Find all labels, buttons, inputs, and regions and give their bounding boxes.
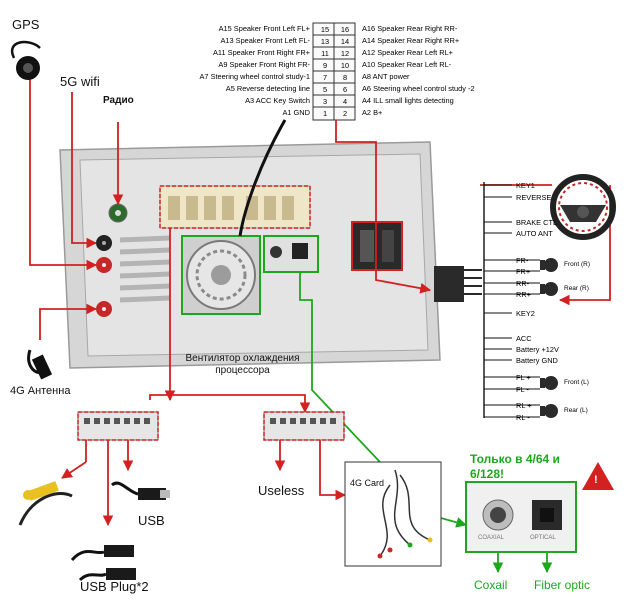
pin-label: A1 GND (282, 108, 310, 117)
wire-label: FR- (516, 256, 529, 265)
fan-label: Вентилятор охлаждения процессора (185, 353, 300, 376)
coax-label: Coxail (474, 578, 508, 592)
side-connector (351, 221, 403, 271)
cooling-fan (181, 235, 261, 315)
pin-label: A16 Speaker Rear Right RR- (362, 24, 458, 33)
pin-number: 9 (322, 61, 328, 70)
pin-number: 7 (322, 73, 328, 82)
pin-label: A7 Steering wheel control study-1 (199, 72, 310, 81)
wire-label: BRAKE CTL (516, 218, 558, 227)
wire-label: RR- (516, 279, 530, 288)
useless-label: Useless (258, 483, 305, 498)
connector-left (77, 411, 159, 441)
card-4g-box (344, 461, 442, 567)
warning-icon: ! (594, 474, 598, 486)
wire-label: FR+ (516, 267, 531, 276)
usb-label: USB (138, 513, 165, 528)
usb-plug-cables-icon (70, 545, 136, 582)
wire-label: KEY2 (516, 309, 535, 318)
gps-icon (10, 40, 41, 80)
speaker-label: Front (R) (564, 261, 590, 268)
optical-port-label: OPTICAL (530, 535, 556, 541)
pin-label: A5 Reverse detecting line (225, 84, 310, 93)
optical-note: Только в 4/64 и 6/128! (470, 452, 560, 481)
wire-label: FL - (516, 385, 529, 394)
pin-label: A8 ANT power (362, 72, 410, 81)
rca-cable-icon (18, 481, 73, 526)
usb-plug-label: USB Plug*2 (80, 579, 149, 594)
pin-number: 11 (321, 49, 329, 58)
wire-label: FL + (516, 373, 531, 382)
pin-label: A13 Speaker Front Left FL- (220, 36, 310, 45)
fiber-label: Fiber optic (534, 578, 591, 592)
gps-label: GPS (12, 17, 40, 32)
speaker-icons (540, 258, 558, 418)
pin-label: A10 Speaker Rear Left RL- (362, 60, 452, 69)
pin-label: A14 Speaker Rear Right RR+ (362, 36, 460, 45)
coax-port-label: COAXIAL (478, 535, 505, 541)
audio-ports (263, 235, 319, 273)
pin-number: 12 (340, 49, 350, 58)
pin-label: A6 Steering wheel control study -2 (362, 84, 475, 93)
pin-number: 4 (342, 97, 348, 106)
pin-number: 5 (322, 85, 328, 94)
wire-label: AUTO ANT (516, 229, 553, 238)
pin-number: 8 (342, 73, 348, 82)
wire-label: KEY1 (516, 181, 535, 190)
pin-number: 2 (342, 109, 348, 118)
pin-number: 3 (322, 97, 328, 106)
connector-right (263, 411, 345, 441)
pin-header (312, 22, 356, 121)
wire-label: RL - (516, 413, 530, 422)
usb-cable-icon (111, 481, 170, 500)
pin-label: A15 Speaker Front Left FL+ (218, 24, 310, 33)
pin-label: A12 Speaker Rear Left RL+ (362, 48, 454, 57)
wifi-label: 5G wifi (60, 74, 100, 89)
wire-label: ACC (516, 334, 532, 343)
pin-label: A11 Speaker Front Right FR+ (212, 48, 310, 57)
pin-number: 10 (340, 61, 350, 70)
steering-wheel-icon (550, 174, 616, 240)
pin-label: A9 Speaker Front Right FR- (218, 60, 310, 69)
pin-number: 16 (340, 25, 350, 34)
heatsink (119, 235, 171, 303)
lte-antenna-icon (27, 349, 53, 380)
radio-label: Радио (103, 95, 134, 106)
head-unit (59, 119, 441, 369)
wire-label: RR+ (516, 290, 531, 299)
pin-number: 13 (320, 37, 330, 46)
wire-label: RL + (516, 401, 532, 410)
speaker-label: Rear (L) (564, 407, 588, 414)
pin-number: 6 (342, 85, 348, 94)
wire-label: Battery +12V (516, 345, 559, 354)
speaker-label: Front (L) (564, 379, 589, 386)
pin-number: 15 (320, 25, 330, 34)
card-4g-label: 4G Card (350, 478, 385, 488)
pin-label: A3 ACC Key Switch (245, 96, 310, 105)
speaker-label: Rear (R) (564, 285, 589, 292)
iso-highlight (159, 185, 311, 229)
wire-label: REVERSE (516, 193, 552, 202)
pin-label: A2 B+ (362, 108, 383, 117)
antenna-sockets (96, 203, 128, 317)
harness-plug (434, 182, 540, 418)
wire-label: Battery GND (516, 356, 558, 365)
lte-antenna-label: 4G Антенна (10, 385, 71, 397)
pin-label: A4 ILL small lights detecting (362, 96, 454, 105)
pin-number: 14 (340, 37, 350, 46)
pin-number: 1 (322, 109, 328, 118)
optical-box (465, 462, 614, 574)
